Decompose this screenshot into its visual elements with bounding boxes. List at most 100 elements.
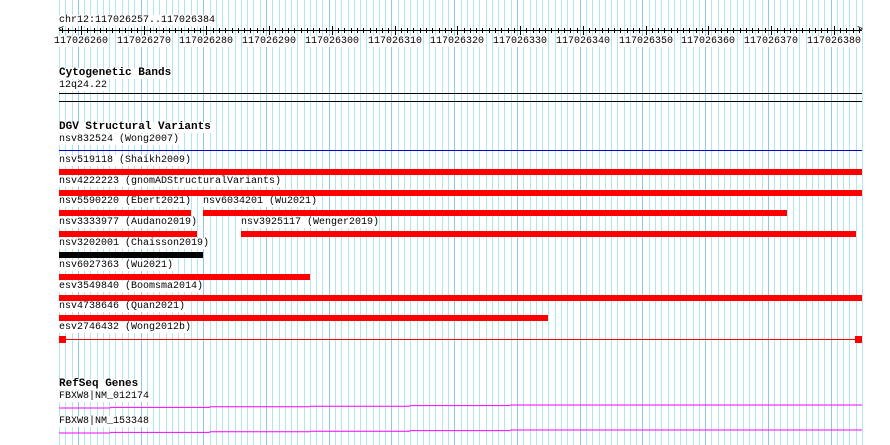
ruler-label: 117026370: [744, 36, 799, 47]
ruler-tick: [514, 28, 515, 33]
ruler-tick: [809, 28, 810, 33]
gene-label[interactable]: FBXW8|NM_012174: [59, 391, 150, 402]
variant-label[interactable]: nsv4222223 (gnomADStructuralVariants): [59, 176, 282, 187]
variant-bar[interactable]: [203, 210, 787, 216]
grid-line: [693, 0, 694, 445]
grid-line: [517, 0, 518, 445]
variant-label[interactable]: nsv3333977 (Audano2019): [59, 217, 198, 228]
ruler-tick: [181, 28, 182, 33]
ruler-tick: [489, 28, 490, 33]
grid-line: [228, 0, 229, 445]
ruler-tick: [206, 26, 207, 35]
ruler-tick: [784, 28, 785, 33]
variant-bar[interactable]: [59, 169, 862, 175]
grid-line: [768, 0, 769, 445]
ruler-tick: [777, 28, 778, 33]
ruler-tick: [351, 28, 352, 33]
ruler-tick: [821, 28, 822, 33]
grid-line: [642, 0, 643, 445]
variant-end-block[interactable]: [59, 336, 66, 343]
ruler-tick: [520, 26, 521, 35]
ruler-tick: [765, 28, 766, 33]
ruler-tick: [476, 28, 477, 33]
variant-line[interactable]: [59, 339, 862, 340]
ruler-tick: [482, 28, 483, 33]
refseq-track-title[interactable]: RefSeq Genes: [59, 378, 139, 390]
ruler-tick: [834, 26, 835, 35]
grid-line: [548, 0, 549, 445]
grid-line: [686, 0, 687, 445]
ruler-tick: [382, 28, 383, 33]
ruler-tick: [533, 28, 534, 33]
grid-line: [649, 0, 650, 445]
ruler-tick: [269, 26, 270, 35]
ruler-tick: [363, 28, 364, 33]
ruler-label: 117026330: [493, 36, 548, 47]
grid-line: [479, 0, 480, 445]
ruler-tick: [275, 28, 276, 33]
grid-line: [580, 0, 581, 445]
grid-line: [730, 0, 731, 445]
grid-line: [724, 0, 725, 445]
variant-label[interactable]: nsv6034201 (Wu2021): [203, 196, 318, 207]
grid-line: [504, 0, 505, 445]
ruler-tick: [106, 28, 107, 33]
variant-label[interactable]: nsv3202001 (Chaisson2019): [59, 238, 210, 249]
dgv-track-title[interactable]: DGV Structural Variants: [59, 121, 211, 133]
variant-bar[interactable]: [59, 252, 203, 258]
ruler-tick: [137, 28, 138, 33]
variant-label[interactable]: esv2746432 (Wong2012b): [59, 322, 192, 333]
grid-line: [536, 0, 537, 445]
grid-line: [818, 0, 819, 445]
gene-label[interactable]: FBXW8|NM_153348: [59, 416, 150, 427]
grid-line: [611, 0, 612, 445]
variant-label[interactable]: nsv4738646 (Quan2021): [59, 301, 186, 312]
cyto-track-title[interactable]: Cytogenetic Bands: [59, 67, 172, 79]
ruler-tick: [746, 28, 747, 33]
variant-bar[interactable]: [59, 274, 310, 280]
grid-line: [661, 0, 662, 445]
ruler-label: 117026380: [807, 36, 862, 47]
gene-model[interactable]: [0, 400, 890, 412]
variant-label[interactable]: nsv5590220 (Ebert2021): [59, 196, 192, 207]
ruler-tick: [752, 28, 753, 33]
ruler-tick: [401, 28, 402, 33]
grid-line: [573, 0, 574, 445]
variant-label[interactable]: nsv519118 (Shaikh2009): [59, 155, 192, 166]
ruler-tick: [652, 28, 653, 33]
ruler-tick: [439, 28, 440, 33]
variant-bar[interactable]: [59, 295, 862, 301]
variant-label[interactable]: nsv832524 (Wong2007): [59, 134, 180, 145]
ruler-tick: [771, 26, 772, 35]
ruler-tick: [790, 28, 791, 33]
grid-line: [473, 0, 474, 445]
variant-end-block[interactable]: [855, 336, 862, 343]
ruler-tick: [250, 28, 251, 33]
ruler-tick: [526, 28, 527, 33]
ruler-tick: [639, 28, 640, 33]
ruler-tick: [426, 28, 427, 33]
ruler-tick: [683, 28, 684, 33]
cyto-band-label[interactable]: 12q24.22: [59, 80, 108, 91]
ruler-tick: [213, 28, 214, 33]
ruler-tick: [232, 28, 233, 33]
grid-line: [197, 0, 198, 445]
ruler-tick: [150, 28, 151, 33]
variant-label[interactable]: nsv6027363 (Wu2021): [59, 260, 174, 271]
variant-label[interactable]: nsv3925117 (Wenger2019): [241, 217, 380, 228]
ruler-tick: [307, 28, 308, 33]
variant-bar[interactable]: [59, 210, 191, 216]
variant-label[interactable]: esv3549840 (Boomsma2014): [59, 281, 204, 292]
grid-line: [812, 0, 813, 445]
variant-bar[interactable]: [59, 190, 862, 196]
variant-bar[interactable]: [59, 315, 548, 321]
ruler-tick: [313, 28, 314, 33]
variant-line[interactable]: [59, 150, 862, 151]
variant-bar[interactable]: [59, 231, 197, 237]
ruler-tick: [664, 28, 665, 33]
gene-model[interactable]: [0, 425, 890, 437]
grid-line: [630, 0, 631, 445]
ruler-tick: [188, 28, 189, 33]
ruler-tick: [451, 28, 452, 33]
variant-bar[interactable]: [241, 231, 856, 237]
